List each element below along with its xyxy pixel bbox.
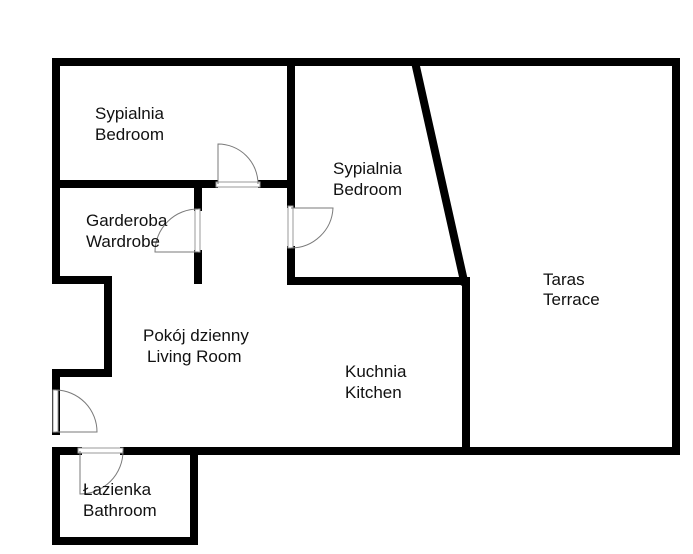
room-name-pl: Łazienka	[83, 480, 152, 499]
door-frame	[287, 205, 294, 249]
room-bedroom-2: Sypialnia Bedroom	[333, 159, 403, 199]
room-name-pl: Kuchnia	[345, 362, 407, 381]
door-frame	[77, 447, 124, 454]
outer-wall-terrace	[411, 58, 680, 455]
door-bedroom-1	[215, 143, 261, 188]
door-frame	[194, 208, 201, 253]
outer-wall-bathroom	[52, 447, 198, 545]
room-terrace: Taras Terrace	[543, 270, 600, 309]
door-frame	[215, 181, 261, 188]
door-wardrobe	[154, 208, 201, 253]
room-name-en: Bedroom	[95, 125, 164, 144]
room-name-pl: Garderoba	[86, 211, 168, 230]
room-name-en: Bathroom	[83, 501, 157, 520]
room-bedroom-1: Sypialnia Bedroom	[95, 104, 165, 144]
room-name-en: Kitchen	[345, 383, 402, 402]
room-wardrobe: Garderoba Wardrobe	[86, 211, 168, 251]
room-name-en: Terrace	[543, 290, 600, 309]
outer-wall-left-upper	[52, 58, 112, 435]
door-bathroom	[77, 447, 124, 495]
room-living-room: Pokój dzienny Living Room	[143, 326, 249, 366]
room-name-pl: Sypialnia	[333, 159, 403, 178]
door-swing	[79, 450, 124, 495]
door-swing	[290, 207, 334, 249]
room-name-pl: Sypialnia	[95, 104, 165, 123]
room-bathroom: Łazienka Bathroom	[83, 480, 157, 520]
room-name-en: Bedroom	[333, 180, 402, 199]
bedroom2-left-wall-lower	[287, 246, 468, 285]
room-name-en: Living Room	[147, 347, 242, 366]
door-frame	[52, 389, 59, 433]
door-entrance	[52, 389, 98, 433]
walls	[52, 58, 680, 545]
door-swing	[55, 389, 98, 433]
room-kitchen: Kuchnia Kitchen	[345, 362, 407, 402]
room-name-en: Wardrobe	[86, 232, 160, 251]
door-swing	[154, 208, 199, 253]
door-swing	[217, 143, 259, 185]
room-name-pl: Taras	[543, 270, 585, 289]
room-name-pl: Pokój dzienny	[143, 326, 249, 345]
door-bedroom-2	[287, 205, 334, 249]
